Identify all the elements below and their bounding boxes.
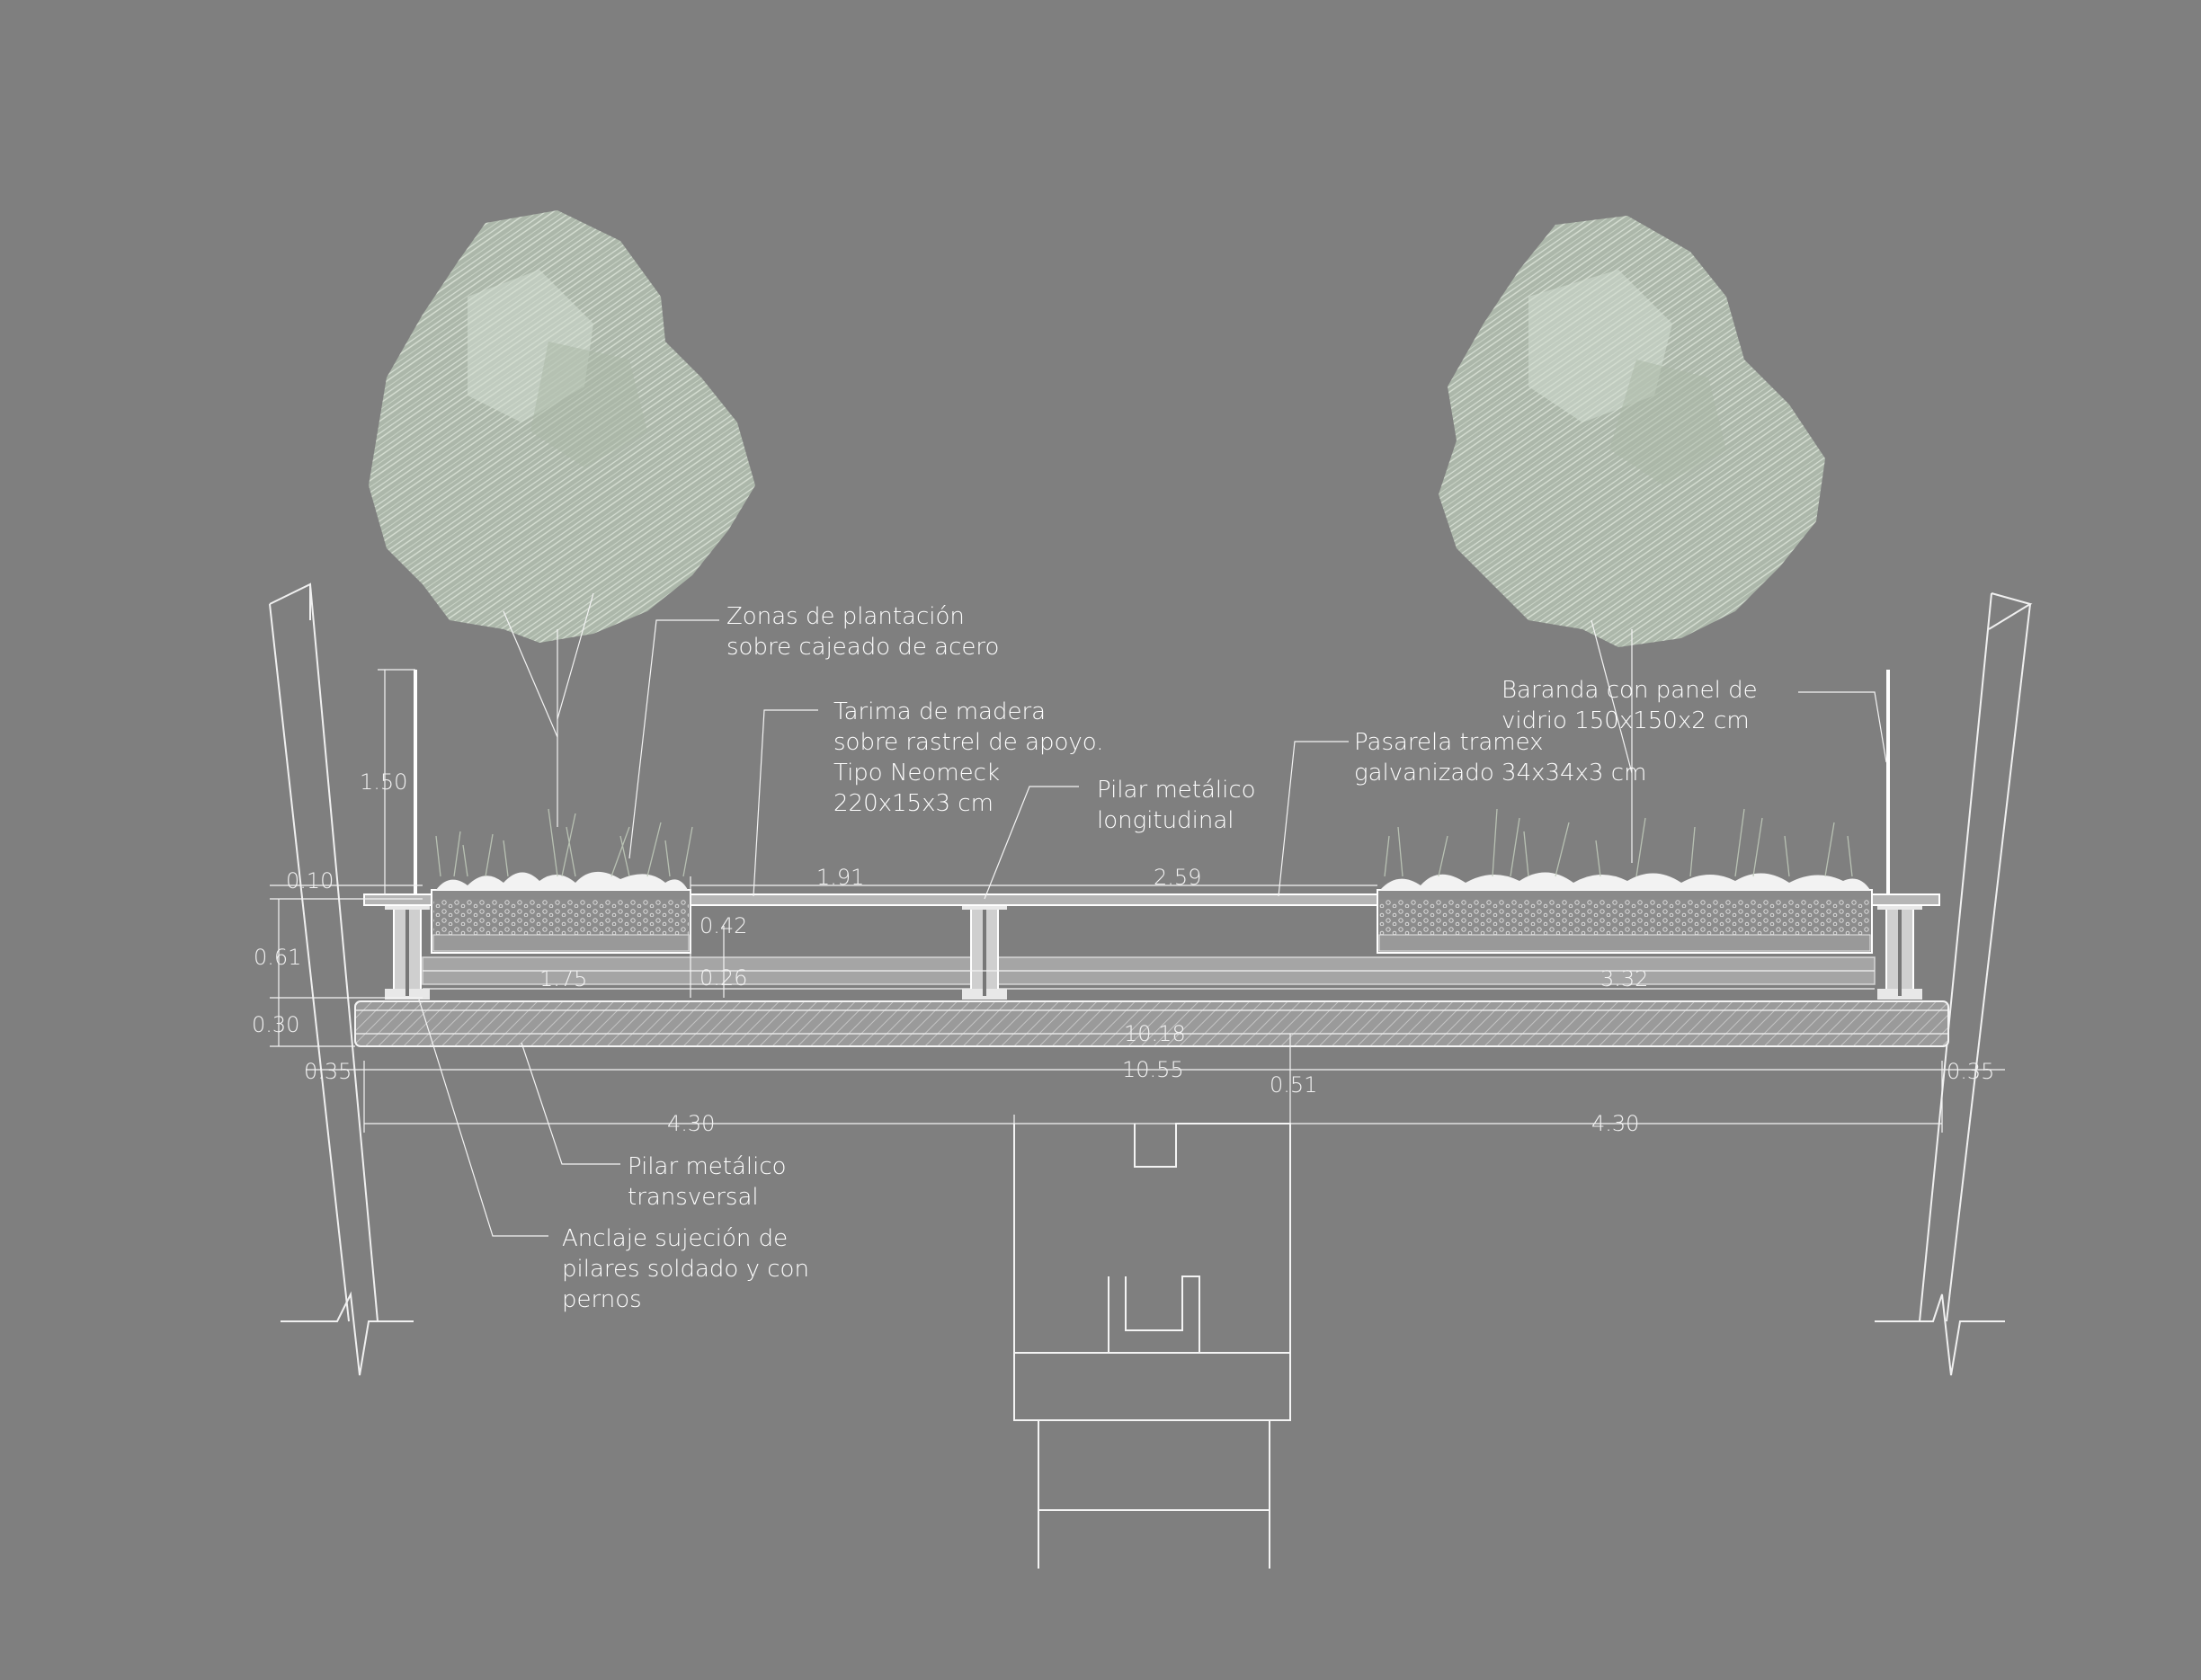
- note-baranda: Baranda con panel de vidrio 150x150x2 cm: [1501, 677, 1765, 734]
- dim-planter-depth: 0.42: [700, 913, 747, 938]
- dim-slab-height: 0.30: [252, 1012, 299, 1037]
- dim-total-width: 10.55: [1122, 1057, 1184, 1082]
- note-pasarela: Pasarela tramex galvanizado 34x34x3 cm: [1354, 729, 1646, 787]
- dim-structure-height: 0.61: [254, 945, 301, 970]
- note-anclaje: Anclaje sujeción de pilares soldado y co…: [562, 1225, 816, 1313]
- dimension-lines: [270, 669, 2005, 1133]
- dim-edge-left: 0.35: [304, 1059, 352, 1084]
- dim-deck-thickness: 0.10: [286, 868, 334, 893]
- planter-right: [1377, 872, 1873, 954]
- leader-lines: [418, 619, 1887, 1237]
- dim-center-width: 0.51: [1270, 1072, 1317, 1098]
- dim-railing-height: 1.50: [360, 769, 407, 795]
- planter-left: [431, 871, 691, 954]
- note-tarima: Tarima de madera sobre rastrel de apoyo.…: [833, 698, 1111, 817]
- dim-gap: 0.26: [700, 965, 747, 991]
- dim-span-1: 1.91: [816, 865, 864, 890]
- note-pilar-transversal: Pilar metálico transversal: [628, 1153, 794, 1211]
- note-pilar-longitudinal: Pilar metálico longitudinal: [1097, 777, 1263, 834]
- tree-left: [369, 210, 755, 827]
- dim-planter-right: 3.32: [1600, 966, 1648, 991]
- dim-edge-right: 0.35: [1947, 1059, 1994, 1084]
- central-foundation: [1013, 1123, 1291, 1569]
- dim-slab-width: 10.18: [1124, 1021, 1186, 1046]
- wall-right: [1875, 592, 2033, 1376]
- dim-span-2: 2.59: [1154, 865, 1201, 890]
- concrete-slab: [354, 1000, 1949, 1047]
- wall-left: [269, 582, 414, 1376]
- dim-half-left: 4.30: [667, 1111, 715, 1136]
- dim-planter-left: 1.75: [539, 966, 587, 991]
- note-plantacion: Zonas de plantación sobre cajeado de ace…: [726, 603, 999, 661]
- vegetation-grass: [435, 808, 1853, 877]
- tree-right: [1439, 216, 1825, 863]
- dim-half-right: 4.30: [1591, 1111, 1639, 1136]
- pillar-right: [1877, 899, 1922, 1000]
